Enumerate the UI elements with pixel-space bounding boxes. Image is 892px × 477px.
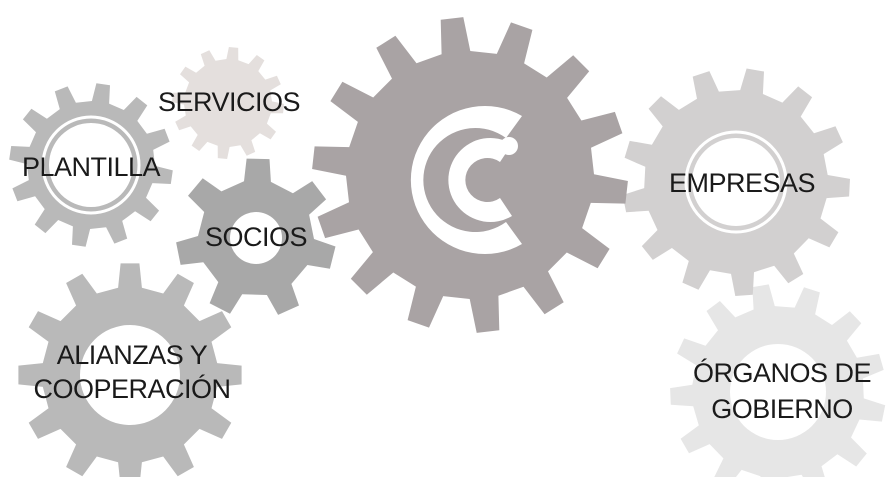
plantilla-label: PLANTILLA [22,152,161,182]
plantilla-gear-ring [41,115,141,215]
alianzas-label-line2: COOPERACIÓN [33,373,230,404]
central-gear [312,17,628,333]
servicios-label: SERVICIOS [158,87,300,117]
alianzas-gear [18,263,242,477]
double-c-logo-icon [410,106,522,255]
plantilla-gear-shape [9,83,173,247]
organos-label-line1: ÓRGANOS DE [693,357,871,388]
servicios-gear-shape [172,47,284,159]
organos-gear-shape [670,284,886,477]
empresas-label: EMPRESAS [669,168,815,198]
socios-gear [176,158,336,315]
empresas-gear [622,68,850,296]
alianzas-gear-shape [18,263,242,477]
socios-label: SOCIOS [205,222,307,252]
central-gear-shape [312,17,628,333]
alianzas-label-line1: ALIANZAS Y [57,340,208,370]
servicios-gear [172,47,284,159]
plantilla-gear [9,83,173,247]
organos-label-line2: GOBIERNO [711,394,853,424]
socios-gear-shape [176,158,336,315]
organos-gear [670,284,886,477]
empresas-gear-shape [622,68,850,296]
empresas-gear-ring [684,130,788,234]
